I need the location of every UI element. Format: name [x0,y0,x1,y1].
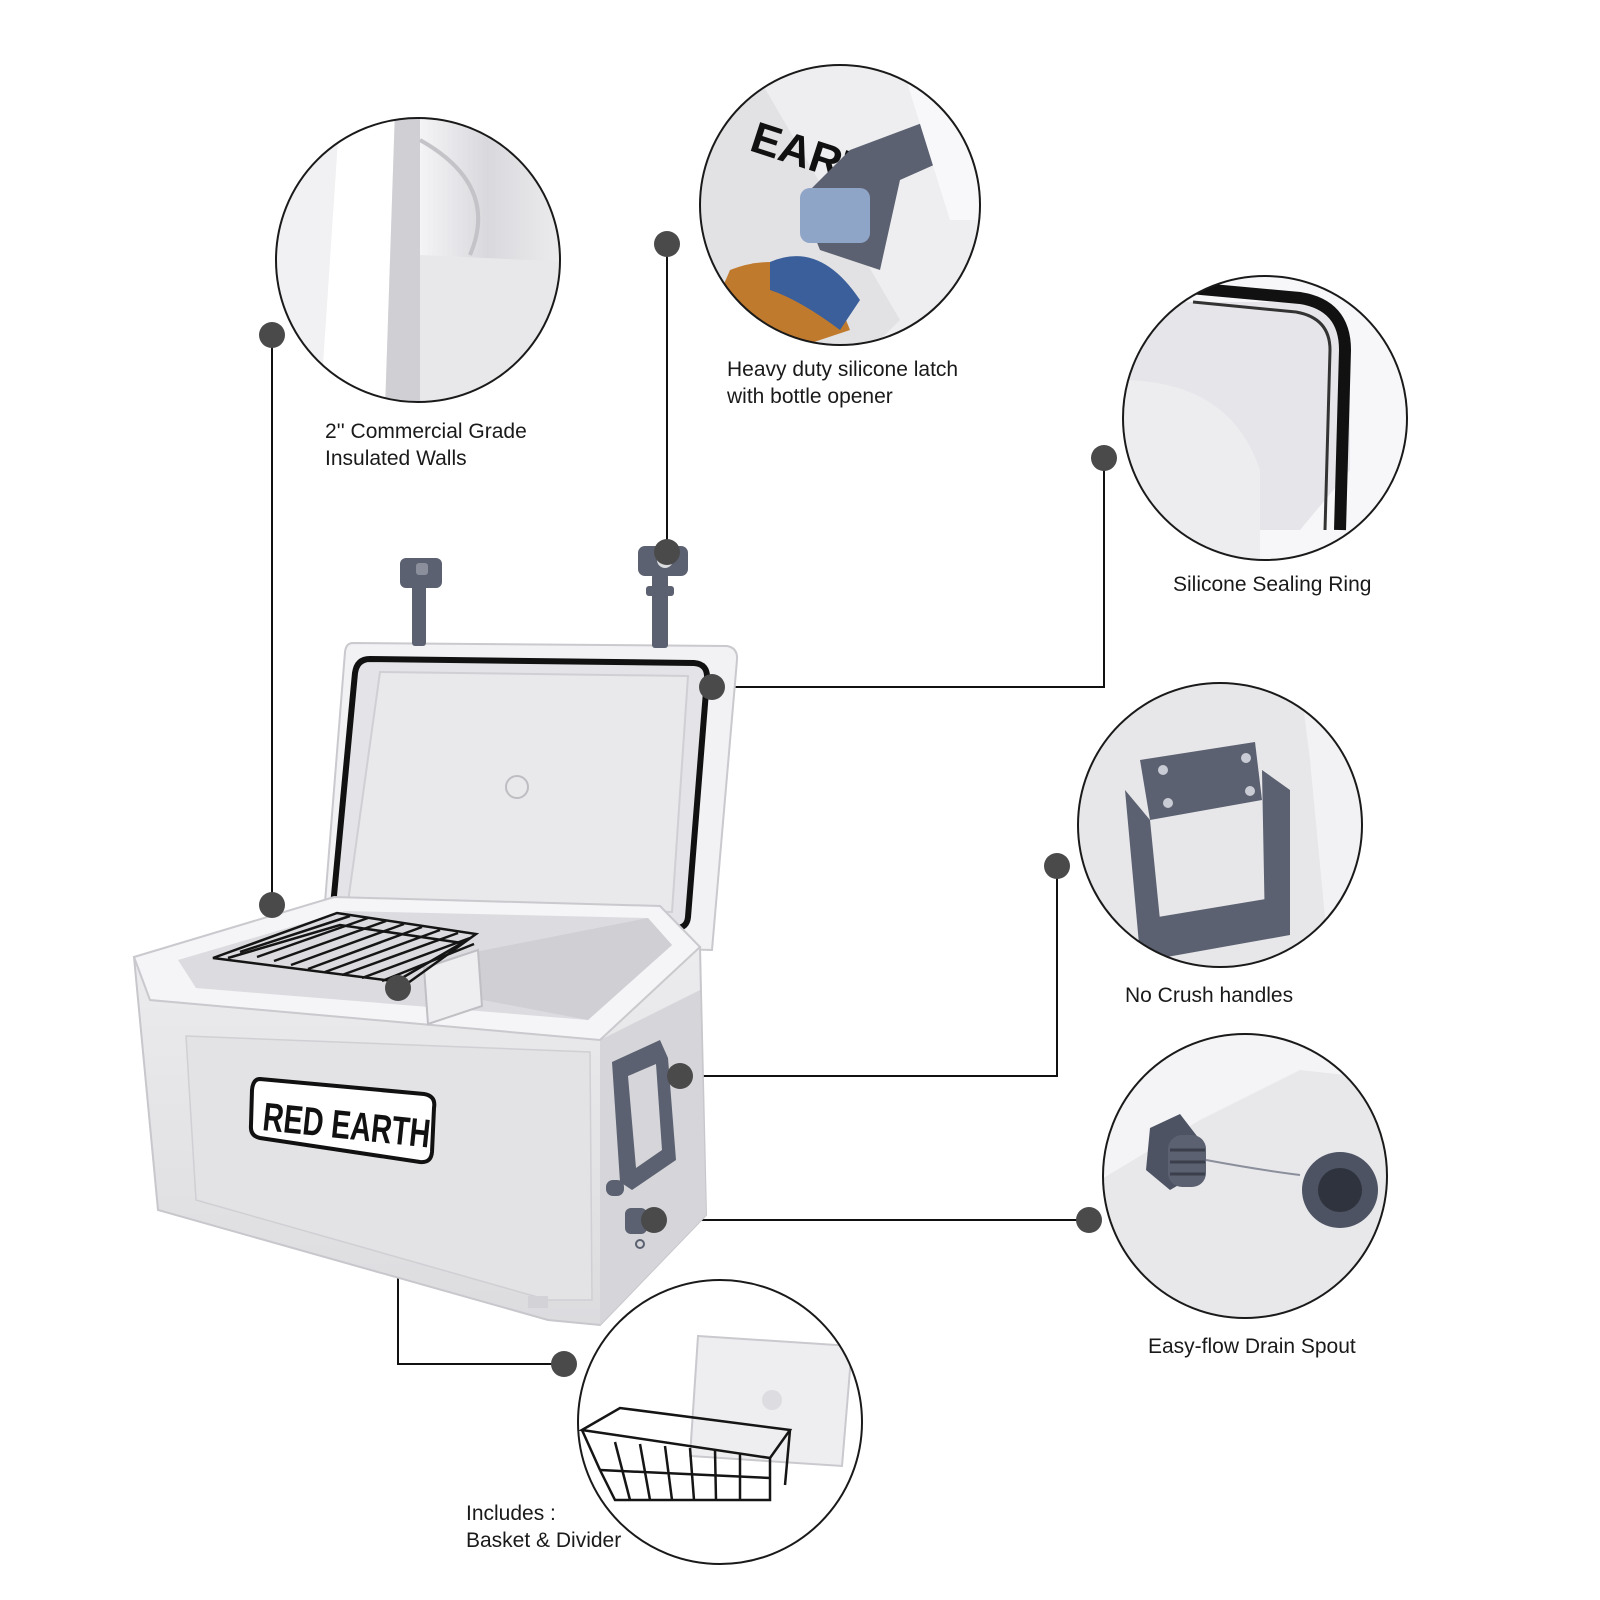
feature-label-latch: Heavy duty silicone latch with bottle op… [727,356,958,410]
feature-label-seal: Silicone Sealing Ring [1173,571,1371,598]
feature-label-line: Insulated Walls [325,447,467,470]
brand-logo: RED EARTH [248,1076,437,1165]
detail-circle-drain [1102,1033,1388,1319]
side-handle [606,1040,676,1196]
callout-dots [259,231,1117,1377]
detail-circle-includes [577,1279,863,1565]
callout-dot-handles-end [667,1063,693,1089]
feature-label-line: Silicone Sealing Ring [1173,573,1372,596]
cooler-body: RED EARTH [132,895,708,1327]
feature-label-line: with bottle opener [727,385,893,408]
callout-dot-latch-end [654,539,680,565]
detail-circle-seal [1122,275,1408,561]
feature-label-line: Easy-flow Drain Spout [1148,1335,1356,1358]
feature-label-handles: No Crush handles [1125,982,1293,1009]
callout-dot-seal-end [699,674,725,700]
wire-basket [212,911,480,985]
callout-line-handles [682,867,1058,1077]
basket-detail [578,1406,793,1502]
callout-dot-seal-top [1091,445,1117,471]
callout-dot-walls-end [259,892,285,918]
feature-label-walls: 2'' Commercial Grade Insulated Walls [325,418,527,472]
latch-strap-left [400,558,442,646]
callout-dot-latch-top [654,231,680,257]
detail-circle-handles [1077,682,1363,968]
drain-spout [625,1208,647,1249]
feature-label-line: Heavy duty silicone latch [727,358,959,381]
feature-label-drain: Easy-flow Drain Spout [1148,1333,1356,1360]
callout-dot-includes-top [385,975,411,1001]
detail-circle-walls [275,117,561,403]
callout-dot-handles-top [1044,853,1070,879]
feature-label-line: Basket & Divider [466,1529,622,1552]
callout-dot-walls-top [259,322,285,348]
callout-line-seal [714,458,1105,688]
callout-dot-drain-end [641,1207,667,1233]
detail-circle-latch: EARTH [699,64,981,346]
feature-label-includes: Includes : Basket & Divider [466,1500,621,1554]
feature-label-line: No Crush handles [1125,984,1294,1007]
callout-dot-includes-end [551,1351,577,1377]
callout-dot-drain-right [1076,1207,1102,1233]
feature-label-line: Includes : [466,1502,556,1525]
feature-label-line: 2'' Commercial Grade [325,420,527,443]
cooler: RED EARTH [132,546,739,1327]
cooler-lid [320,546,739,952]
